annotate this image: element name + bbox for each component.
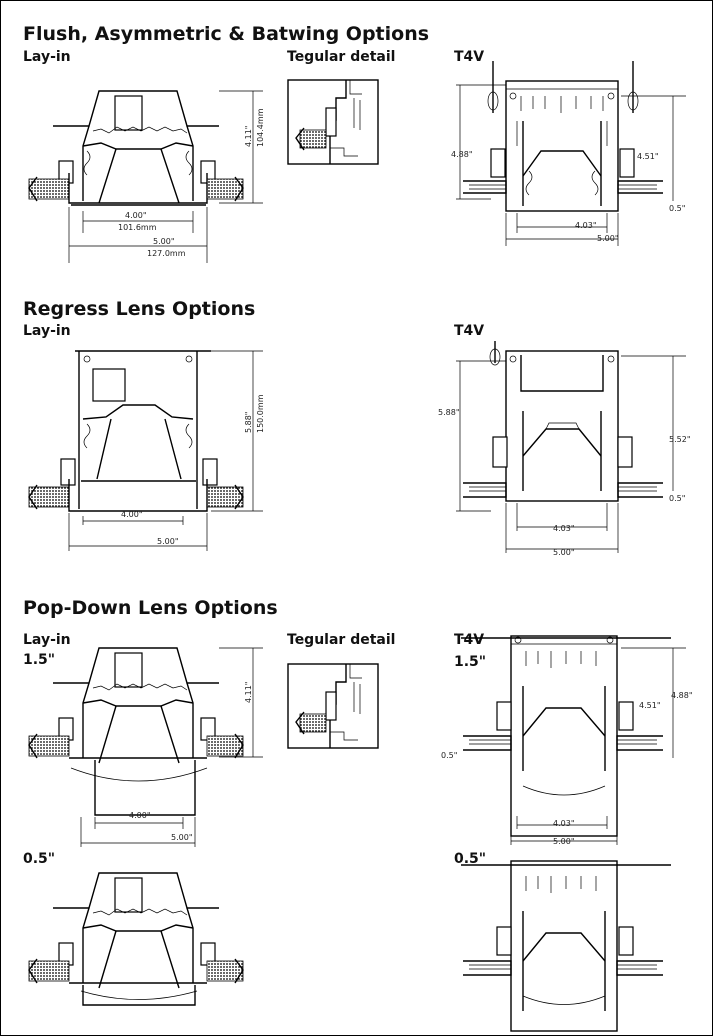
drawing-flush-tegular xyxy=(287,79,379,165)
label-popdown-t4v-1-5: 1.5" xyxy=(454,654,487,670)
dim-regress-height-mm: 150.0mm xyxy=(256,394,265,433)
dim-flush-height-mm: 104.4mm xyxy=(256,108,265,147)
drawing-popdown-tegular xyxy=(287,663,379,749)
section-title-popdown: Pop-Down Lens Options xyxy=(23,597,278,619)
label-popdown-layin: Lay-in xyxy=(23,632,71,648)
dim-flush-inner-mm: 101.6mm xyxy=(118,223,157,232)
dim-flush-outer-in: 5.00" xyxy=(153,237,175,246)
dim-regress-t4v-height2: 5.52" xyxy=(669,435,691,444)
dim-popdown-t4v-inner: 4.03" xyxy=(553,819,575,828)
dim-regress-t4v-inner: 4.03" xyxy=(553,524,575,533)
dim-popdown-inner: 4.00" xyxy=(129,811,151,820)
dim-popdown-t4v-height: 4.88" xyxy=(671,691,693,700)
label-popdown-tegular: Tegular detail xyxy=(287,632,396,648)
dim-flush-t4v-height: 4.88" xyxy=(451,150,473,159)
label-regress-t4v: T4V xyxy=(454,323,485,339)
drawing-flush-layin xyxy=(28,90,244,206)
dim-flush-t4v-inner: 4.03" xyxy=(575,221,597,230)
dim-regress-t4v-height: 5.88" xyxy=(438,408,460,417)
label-flush-layin: Lay-in xyxy=(23,49,71,65)
dim-popdown-t4v-flange: 0.5" xyxy=(441,751,457,760)
dim-regress-inner: 4.00" xyxy=(121,510,143,519)
label-flush-tegular: Tegular detail xyxy=(287,49,396,65)
dim-popdown-t4v-outer: 5.00" xyxy=(553,837,575,846)
section-title-regress: Regress Lens Options xyxy=(23,298,256,320)
dim-flush-t4v-flange: 0.5" xyxy=(669,204,685,213)
dim-flush-t4v-outer: 5.00" xyxy=(597,234,619,243)
label-regress-layin: Lay-in xyxy=(23,323,71,339)
dim-regress-t4v-flange: 0.5" xyxy=(669,494,685,503)
dim-flush-inner-in: 4.00" xyxy=(125,211,147,220)
label-popdown-t4v: T4V xyxy=(454,632,485,648)
label-flush-t4v: T4V xyxy=(454,49,485,65)
dim-flush-t4v-height2: 4.51" xyxy=(637,152,659,161)
dim-regress-outer: 5.00" xyxy=(157,537,179,546)
dim-popdown-t4v-height2: 4.51" xyxy=(639,701,661,710)
label-popdown-1-5: 1.5" xyxy=(23,652,56,668)
dim-regress-height-in: 5.88" xyxy=(244,412,253,434)
dim-regress-t4v-outer: 5.00" xyxy=(553,548,575,557)
dim-flush-outer-mm: 127.0mm xyxy=(147,249,186,258)
section-title-flush: Flush, Asymmetric & Batwing Options xyxy=(23,23,430,45)
dim-popdown-outer: 5.00" xyxy=(171,833,193,842)
label-popdown-0-5: 0.5" xyxy=(23,851,56,867)
dim-flush-height-in: 4.11" xyxy=(244,126,253,148)
dim-popdown-height: 4.11" xyxy=(244,682,253,704)
label-popdown-t4v-0-5: 0.5" xyxy=(454,851,487,867)
